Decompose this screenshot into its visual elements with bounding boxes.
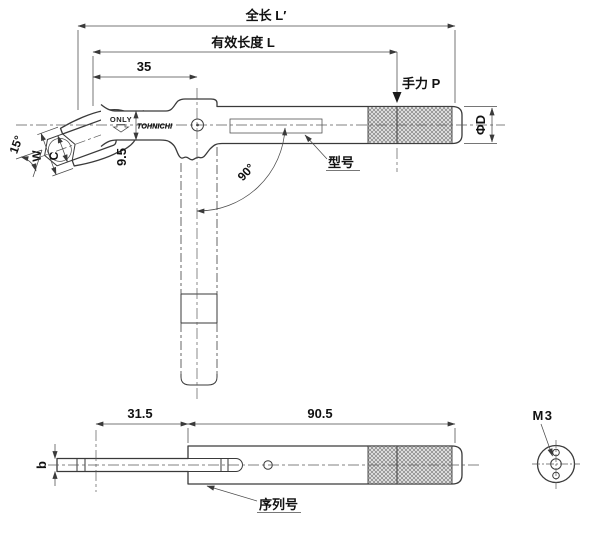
hand-force-label: 手力 P — [402, 76, 441, 91]
c-label: C — [47, 151, 61, 160]
tohnichi-logo: TOHNICHI — [137, 124, 173, 131]
phantom-end-cap — [180, 374, 218, 386]
hand-force-callout: 手力 P — [392, 52, 441, 103]
thread-callout-label: M3 — [532, 408, 553, 423]
end-view: M3 — [532, 408, 580, 489]
swing-angle-label: 90° — [235, 161, 258, 184]
inner-beam-lines — [188, 458, 243, 472]
dim-31-5-label: 31.5 — [127, 406, 152, 421]
dim-35: 35 — [92, 59, 198, 80]
dim-b-label: b — [34, 461, 49, 469]
dim-effective-length-label: 有效长度 L — [211, 35, 275, 50]
w-dimension-line — [40, 132, 57, 176]
force-arrow-icon — [392, 92, 402, 103]
dim-effective-length: 有效长度 L — [92, 35, 398, 106]
serial-callout-label: 序列号 — [259, 497, 298, 512]
dim-phi-d: ΦD — [464, 106, 497, 144]
angle-arc — [20, 156, 37, 172]
dim-35-label: 35 — [137, 59, 151, 74]
angle-15-label: 15° — [7, 134, 26, 156]
model-callout: 型号 — [304, 134, 360, 171]
dim-total-length: 全长 L′ — [77, 8, 456, 110]
top-view: W C 15° ONLY — [7, 8, 505, 402]
angle-legs — [15, 149, 43, 178]
dim-phi-d-label: ΦD — [473, 115, 488, 135]
thread-callout: M3 — [532, 408, 553, 457]
end-view-crosshair — [532, 440, 580, 489]
only-marking: ONLY — [110, 115, 132, 124]
dim-total-length-label: 全长 L′ — [245, 8, 287, 23]
side-view: b 31.5 90.5 序列号 — [34, 406, 480, 513]
model-callout-label: 型号 — [328, 155, 354, 170]
c-dimension-line — [57, 135, 68, 163]
dim-31-5: 31.5 — [95, 406, 189, 443]
dim-9-5-label: 9.5 — [114, 148, 129, 166]
only-down-arrow-icon — [112, 124, 130, 133]
phantom-grip-section — [180, 293, 218, 324]
serial-callout: 序列号 — [206, 485, 301, 513]
phantom-handle-90deg — [180, 147, 218, 386]
dim-b: b — [34, 444, 58, 486]
head-angle-dimension: 15° — [7, 134, 43, 178]
dim-90-5-label: 90.5 — [307, 406, 332, 421]
dim-90-5: 90.5 — [187, 406, 456, 443]
